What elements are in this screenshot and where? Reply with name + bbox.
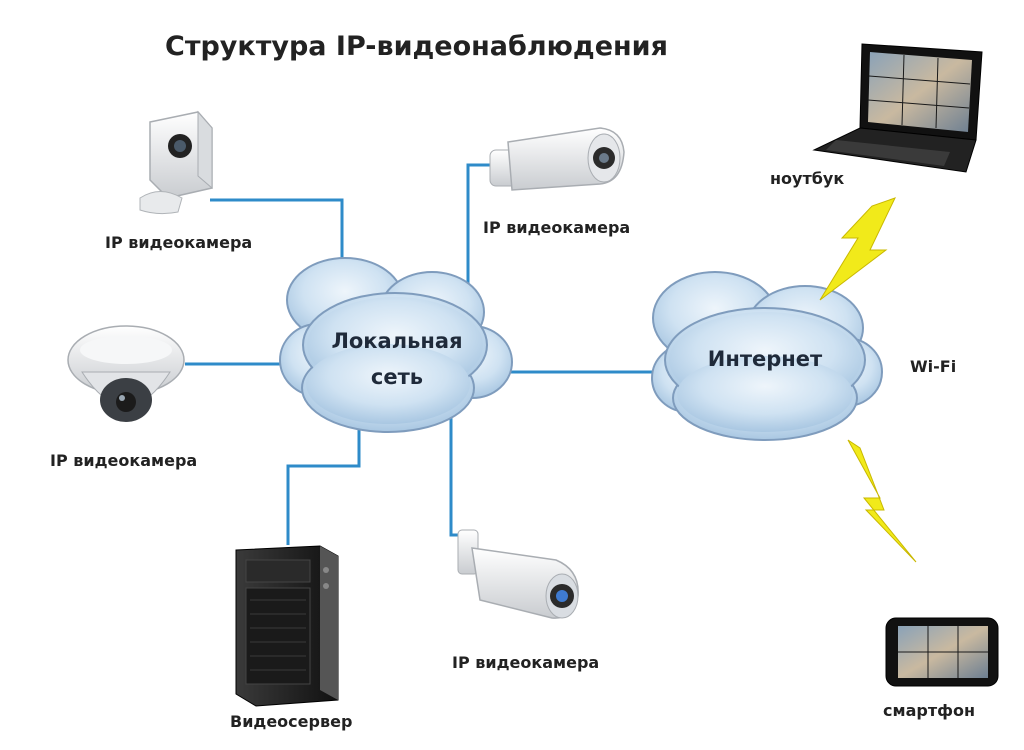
- lan-cloud-label-line2: сеть: [371, 365, 423, 389]
- link-lan-cam-bottom: [449, 418, 465, 537]
- lan-cloud-label-line1: Локальная: [331, 329, 462, 353]
- cam-bottom-label: IP видеокамера: [452, 653, 599, 672]
- lan-cloud: Локальная сеть: [279, 257, 513, 433]
- diagram-title: Структура IP-видеонаблюдения: [165, 31, 668, 62]
- laptop-label: ноутбук: [770, 169, 844, 188]
- wifi-label: Wi-Fi: [910, 357, 956, 376]
- link-lan-cam-topleft: [210, 198, 344, 262]
- internet-cloud: Интернет: [651, 271, 883, 441]
- internet-cloud-label: Интернет: [708, 347, 823, 371]
- lightning-icon: [819, 197, 896, 301]
- bullet-camera-icon: [457, 529, 579, 619]
- cam-top-label: IP видеокамера: [483, 218, 630, 237]
- dome-camera-icon: [67, 325, 185, 422]
- lightning-icon: [847, 439, 917, 563]
- cam-topleft-label: IP видеокамера: [105, 233, 252, 252]
- network-links: [185, 163, 662, 545]
- smartphone-label: смартфон: [883, 701, 975, 720]
- link-lan-server: [286, 415, 361, 545]
- cube-camera-icon: [139, 110, 213, 215]
- server-label: Видеосервер: [230, 712, 352, 731]
- cam-dome-label: IP видеокамера: [50, 451, 197, 470]
- smartphone-icon: [885, 617, 999, 687]
- laptop-icon: [812, 43, 983, 173]
- server-tower-icon: [235, 545, 339, 707]
- bullet-camera-icon: [489, 127, 625, 191]
